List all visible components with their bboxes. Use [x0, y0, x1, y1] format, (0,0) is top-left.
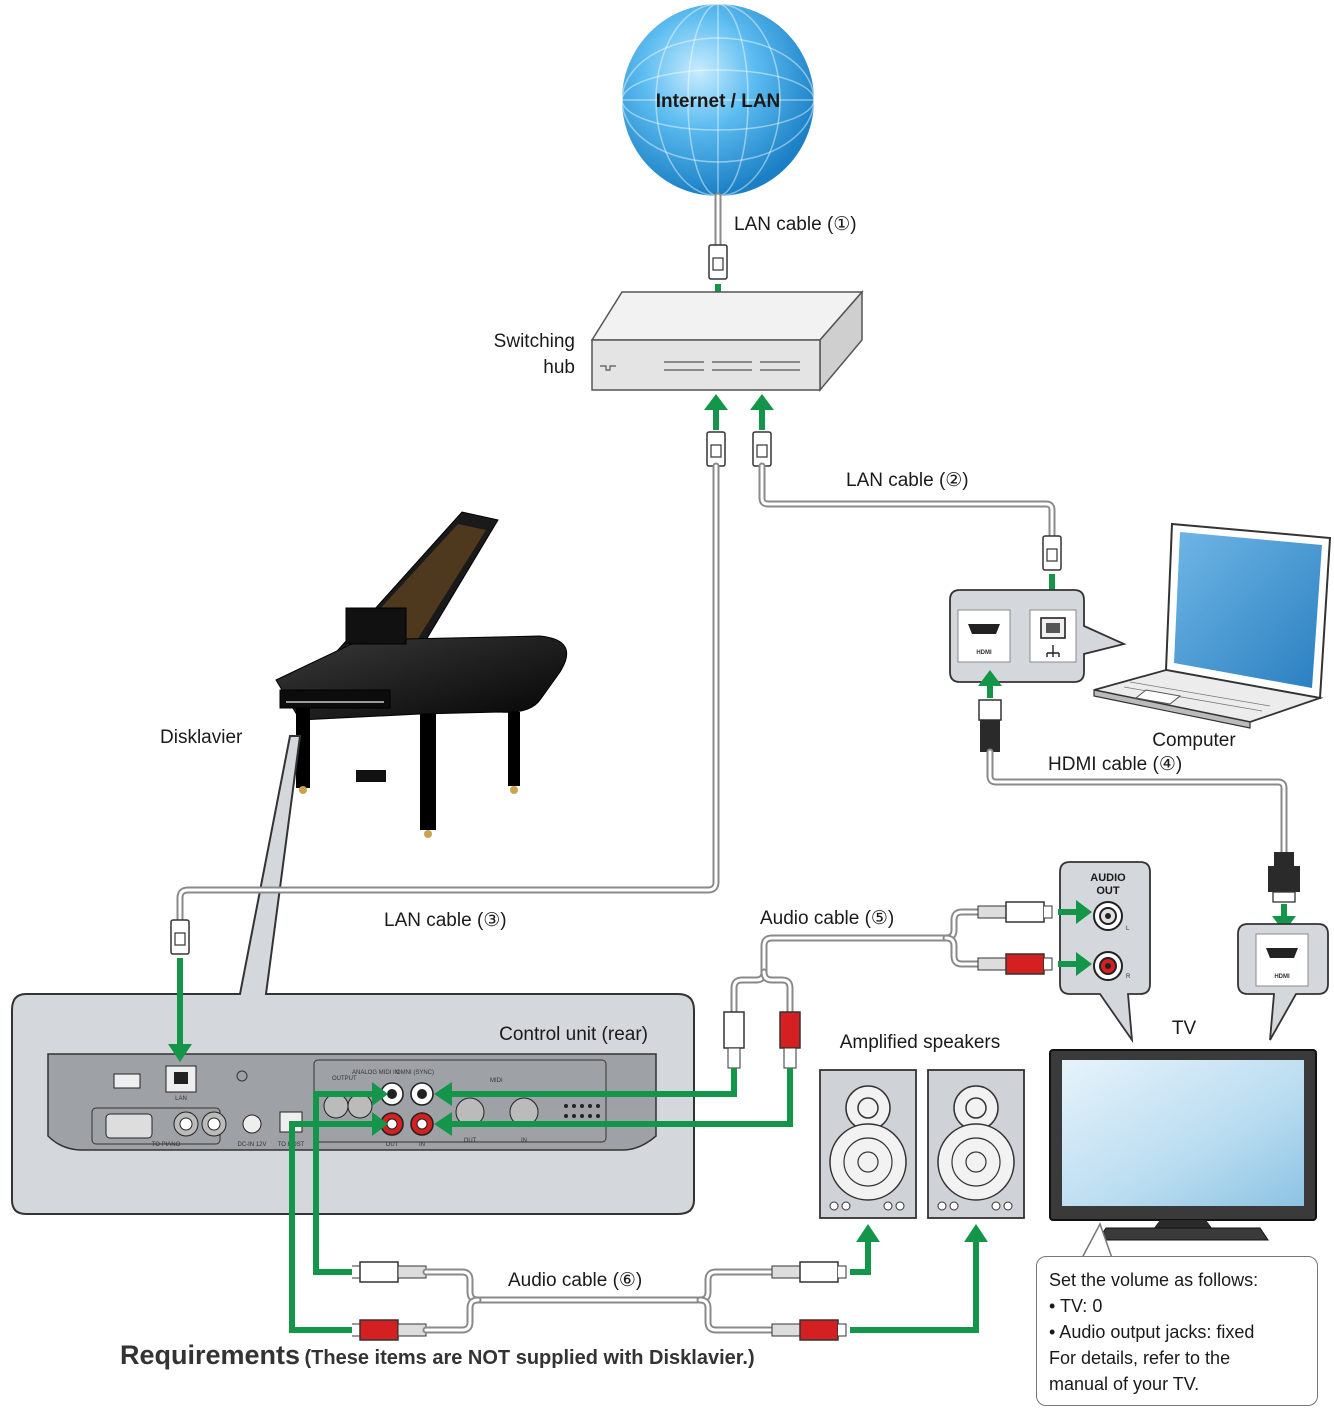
midi-in-label: IN: [521, 1138, 527, 1144]
to-piano-label: TO PIANO: [152, 1142, 181, 1148]
audio-cable-5: Audio cable (⑤): [723, 900, 1092, 1069]
note-line-3: • Audio output jacks: fixed: [1049, 1322, 1255, 1342]
lan-cable-2-label: LAN cable (②): [846, 470, 969, 491]
omni-sync-label: OMNI (SYNC): [396, 1070, 434, 1076]
lan-cable-3-label: LAN cable (③): [384, 910, 507, 931]
lan-cable-2: LAN cable (②): [758, 462, 1064, 610]
requirements-title: Requirements: [120, 1340, 301, 1370]
rca-plug-white-icon: [977, 901, 1053, 923]
requirements-heading: Requirements (These items are NOT suppli…: [120, 1340, 755, 1371]
lan-cable-3: LAN cable (③): [168, 462, 720, 1062]
note-line-1: Set the volume as follows:: [1049, 1270, 1259, 1290]
omni-in-jack-white-icon: [410, 1082, 434, 1106]
tv-volume-note: Set the volume as follows: • TV: 0 • Aud…: [1036, 1256, 1318, 1406]
midi-label: MIDI: [490, 1078, 503, 1084]
rj45-plug-icon: [170, 919, 190, 955]
tv-audio-out-callout: AUDIO OUT L R: [1059, 861, 1151, 1044]
audio-cable-6-label: Audio cable (⑥): [508, 1270, 642, 1291]
hdmi-plug-icon: [978, 699, 1002, 752]
output-label: OUTPUT: [332, 1076, 357, 1082]
midi-out-label: OUT: [464, 1138, 477, 1144]
computer-port-callout: HDMI: [949, 589, 1127, 683]
omni-out-jack-red-icon: [380, 1112, 404, 1136]
vga-port-icon: [105, 1113, 153, 1139]
rj45-plug-icon: [752, 431, 772, 467]
rca-plug-red-icon: [977, 953, 1053, 975]
dc-in-port-icon: [242, 1114, 262, 1134]
hdmi-logo: HDMI: [1274, 974, 1290, 980]
rca-plug-white-icon: [352, 1261, 427, 1283]
rca-plug-red-icon: [771, 1319, 847, 1341]
audio-out-label-2: OUT: [1096, 885, 1120, 897]
amplified-speakers: Amplified speakers: [819, 1032, 1025, 1219]
audio-5-arrows: [434, 1068, 793, 1136]
speaker-left: [819, 1069, 917, 1219]
hub-input-arrows: [704, 394, 774, 430]
rca-plug-white-icon: [723, 1011, 745, 1069]
piano-disklavier: Disklavier: [160, 511, 568, 838]
speaker-right: [927, 1069, 1025, 1219]
hdmi-cable-4: HDMI cable (④): [978, 670, 1300, 932]
rca-plug-red-icon: [352, 1319, 427, 1341]
laptop-computer: Computer: [1093, 522, 1332, 751]
requirements-subtitle: (These items are NOT supplied with Diskl…: [304, 1347, 755, 1369]
rca-plug-red-icon: [779, 1011, 801, 1069]
switching-hub-label-2: hub: [543, 357, 575, 378]
omni-in-jack-red-icon: [410, 1112, 434, 1136]
omni-out-label: OUT: [386, 1142, 399, 1148]
hdmi-logo: HDMI: [976, 650, 992, 656]
hdmi-plug-icon: [1268, 852, 1300, 903]
rca-jack-red-icon: [1093, 951, 1123, 981]
note-line-2: • TV: 0: [1049, 1296, 1103, 1316]
computer-label: Computer: [1152, 730, 1236, 751]
note-pointer: [1081, 1222, 1113, 1259]
switching-hub-label-1: Switching: [494, 331, 575, 352]
lan-port-icon: [1029, 609, 1077, 663]
audio-l-label: L: [1126, 926, 1130, 932]
control-unit-label: Control unit (rear): [499, 1024, 648, 1045]
switching-hub: Switching hub: [494, 290, 864, 393]
omni-in-label: IN: [419, 1142, 425, 1148]
amplified-speakers-label: Amplified speakers: [840, 1032, 1001, 1053]
usb-port-icon: [113, 1073, 141, 1089]
hdmi-port-icon: HDMI: [957, 609, 1011, 663]
hdmi-cable-4-label: HDMI cable (④): [1048, 754, 1182, 775]
tv-set: TV: [1049, 1018, 1317, 1241]
rca-jack-white-icon: [1093, 901, 1123, 931]
tv-label: TV: [1172, 1018, 1197, 1039]
note-line-5: manual of your TV.: [1049, 1374, 1200, 1394]
analog-midi-in-label: ANALOG MIDI IN: [352, 1070, 399, 1076]
audio-cable-5-label: Audio cable (⑤): [760, 908, 894, 929]
control-unit-panel: Control unit (rear) LAN TO PIANO DC-IN 1…: [11, 735, 695, 1215]
audio-r-label: R: [1126, 974, 1131, 980]
audio-cable-6: Audio cable (⑥): [352, 1224, 988, 1341]
dc-in-label: DC-IN 12V: [237, 1142, 266, 1148]
control-unit-rear: LAN TO PIANO DC-IN 12V TO HOST OUTPUT AN…: [47, 1053, 657, 1151]
internet-label: Internet / LAN: [656, 91, 781, 112]
audio-out-label-1: AUDIO: [1090, 872, 1126, 884]
disklavier-label: Disklavier: [160, 727, 243, 748]
internet-globe: Internet / LAN: [621, 3, 815, 197]
lan-port-label: LAN: [175, 1096, 187, 1102]
audio-6-arrows: [289, 1082, 388, 1333]
note-line-4: For details, refer to the: [1049, 1348, 1231, 1368]
tv-hdmi-callout: HDMI: [1237, 923, 1329, 1041]
lan-cable-1-label: LAN cable (①): [734, 214, 857, 235]
rj45-plug-icon: [706, 431, 726, 467]
rca-plug-white-icon: [771, 1261, 847, 1283]
rj45-plug-icon: [1042, 535, 1062, 571]
rj45-plug-icon: [708, 244, 728, 280]
